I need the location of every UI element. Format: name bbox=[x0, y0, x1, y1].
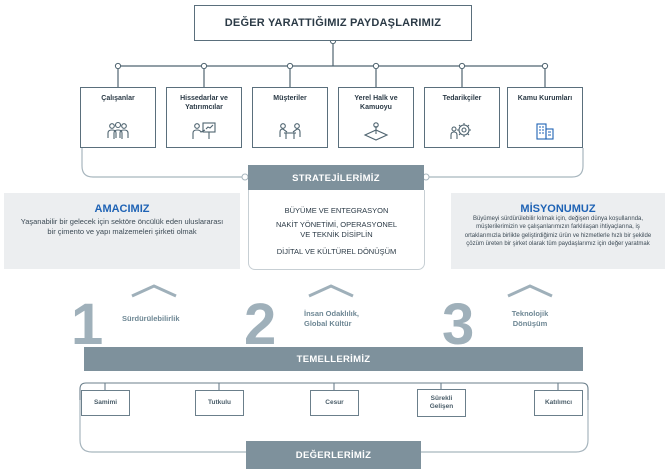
chevron-up-icon bbox=[308, 284, 354, 298]
stakeholder-shareholders: Hissedarlar ve Yatırımcılar bbox=[166, 87, 242, 148]
purpose-text: Yaşanabilir bir gelecek için sektöre önc… bbox=[20, 217, 224, 236]
stakeholders-title-box: DEĞER YARATTIĞIMIZ PAYDAŞLARIMIZ bbox=[194, 5, 472, 41]
strategies-bar-label: STRATEJİLERİMİZ bbox=[292, 172, 380, 184]
value-label: Tutkulu bbox=[208, 399, 231, 406]
purpose-panel: AMACIMIZ Yaşanabilir bir gelecek için se… bbox=[4, 193, 240, 269]
value-box: Cesur bbox=[310, 390, 359, 416]
stakeholder-local-community: Yerel Halk ve Kamuoyu bbox=[338, 87, 414, 148]
foundations-bar-label: TEMELLERİMİZ bbox=[296, 353, 371, 365]
foundation-number: 1 bbox=[71, 292, 104, 357]
stakeholder-customers: Müşteriler bbox=[252, 87, 328, 148]
stakeholder-label: Çalışanlar bbox=[101, 95, 135, 102]
strategy-item: DİJİTAL VE KÜLTÜREL DÖNÜŞÜM bbox=[276, 247, 397, 256]
chevron-up-icon bbox=[131, 284, 177, 298]
purpose-title: AMACIMIZ bbox=[94, 203, 150, 215]
value-box: Sürekli Gelişen bbox=[417, 389, 466, 417]
mission-text: Büyümeyi sürdürülebilir kılmak için, değ… bbox=[464, 216, 652, 248]
value-label: Cesur bbox=[325, 399, 344, 406]
strategies-list: BÜYÜME VE ENTEGRASYON NAKİT YÖNETİMİ, OP… bbox=[248, 190, 425, 270]
presentation-icon bbox=[192, 122, 216, 139]
values-bar: DEĞERLERİMİZ bbox=[246, 441, 421, 469]
foundations-bar: TEMELLERİMİZ bbox=[84, 347, 583, 371]
employees-icon bbox=[107, 121, 129, 139]
foundation-label: Teknolojik Dönüşüm bbox=[511, 309, 549, 328]
strategy-item: NAKİT YÖNETİMİ, OPERASYONEL VE TEKNİK Dİ… bbox=[275, 220, 397, 239]
foundation-number: 2 bbox=[244, 292, 277, 357]
value-box: Katılımcı bbox=[534, 390, 583, 416]
strategies-bar: STRATEJİLERİMİZ bbox=[248, 165, 424, 191]
foundation-number: 3 bbox=[442, 292, 475, 357]
value-box: Samimi bbox=[81, 390, 130, 416]
value-box: Tutkulu bbox=[195, 390, 244, 416]
buildings-icon bbox=[536, 123, 554, 140]
stakeholder-employees: Çalışanlar bbox=[80, 87, 156, 148]
stakeholder-suppliers: Tedarikçiler bbox=[424, 87, 500, 148]
value-label: Sürekli Gelişen bbox=[429, 395, 454, 410]
stakeholder-label: Tedarikçiler bbox=[442, 95, 482, 102]
stakeholders-title: DEĞER YARATTIĞIMIZ PAYDAŞLARIMIZ bbox=[224, 17, 442, 29]
stakeholder-label: Yerel Halk ve Kamuoyu bbox=[354, 95, 398, 111]
value-label: Samimi bbox=[93, 399, 118, 406]
meeting-icon bbox=[279, 123, 301, 139]
community-location-icon bbox=[363, 122, 389, 141]
foundation-label: Sürdürülebilirlik bbox=[122, 314, 180, 323]
values-bar-label: DEĞERLERİMİZ bbox=[295, 449, 372, 461]
stakeholder-label: Kamu Kurumları bbox=[517, 95, 573, 102]
gear-person-icon bbox=[450, 123, 471, 139]
mission-title: MİSYONUMUZ bbox=[520, 203, 596, 215]
stakeholder-label: Müşteriler bbox=[273, 95, 307, 102]
value-label: Katılımcı bbox=[544, 399, 573, 406]
foundation-label: İnsan Odaklılık, Global Kültür bbox=[304, 309, 360, 328]
mission-panel: MİSYONUMUZ Büyümeyi sürdürülebilir kılma… bbox=[451, 193, 665, 269]
stakeholder-public-institutions: Kamu Kurumları bbox=[507, 87, 583, 148]
chevron-up-icon bbox=[507, 284, 553, 298]
stakeholder-label: Hissedarlar ve Yatırımcılar bbox=[180, 95, 228, 111]
strategy-item: BÜYÜME VE ENTEGRASYON bbox=[284, 206, 389, 215]
